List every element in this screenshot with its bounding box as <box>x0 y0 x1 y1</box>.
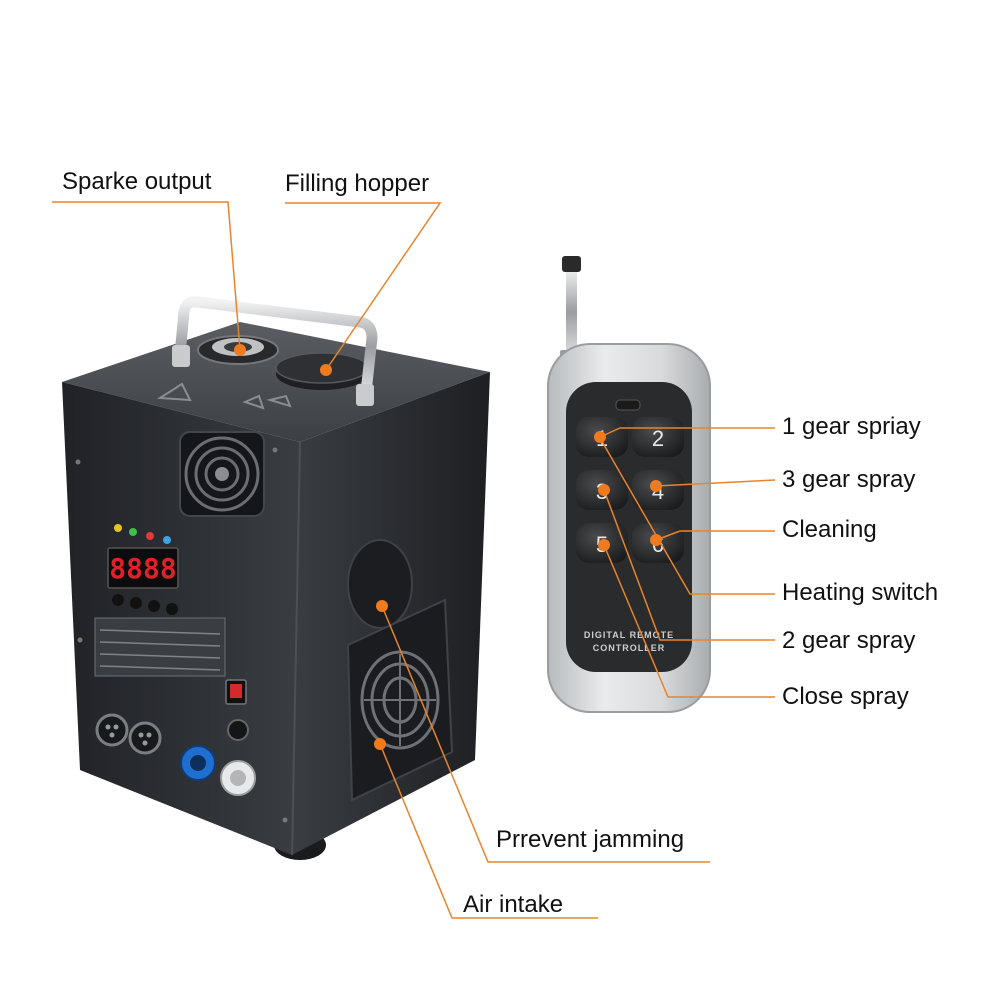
callout-cleaning: Cleaning <box>782 516 877 543</box>
xlr-connector-icon <box>95 713 162 755</box>
callout-sparke-output: Sparke output <box>62 168 212 195</box>
power-socket-icon <box>180 745 256 796</box>
spark-machine: 8888 <box>62 296 490 860</box>
callout-air-intake: Air intake <box>463 891 564 918</box>
fan-grille-icon <box>179 431 265 517</box>
callout-close-spray: Close spray <box>782 683 909 710</box>
callout-3-gear-spray: 3 gear spray <box>782 466 916 493</box>
remote-button-2[interactable]: 2 <box>632 417 684 457</box>
handle-icon <box>172 296 378 406</box>
callout-prevent-jamming: Prrevent jamming <box>496 826 685 853</box>
callout-2-gear-spray: 2 gear spray <box>782 627 916 654</box>
fan-grille-icon <box>360 650 440 750</box>
remote-button-label: 2 <box>652 426 664 451</box>
callout-filling-hopper: Filling hopper <box>285 170 430 197</box>
remote-label-line2: CONTROLLER <box>593 643 666 653</box>
callout-dots <box>234 344 662 750</box>
callout-heating-switch: Heating switch <box>782 579 939 606</box>
power-switch-icon <box>225 679 247 705</box>
leader-lines <box>52 201 776 919</box>
callout-1-gear-spray: 1 gear spriay <box>782 413 921 440</box>
remote-label-line1: DIGITAL REMOTE <box>584 630 674 640</box>
lcd-display: 8888 <box>109 552 176 585</box>
